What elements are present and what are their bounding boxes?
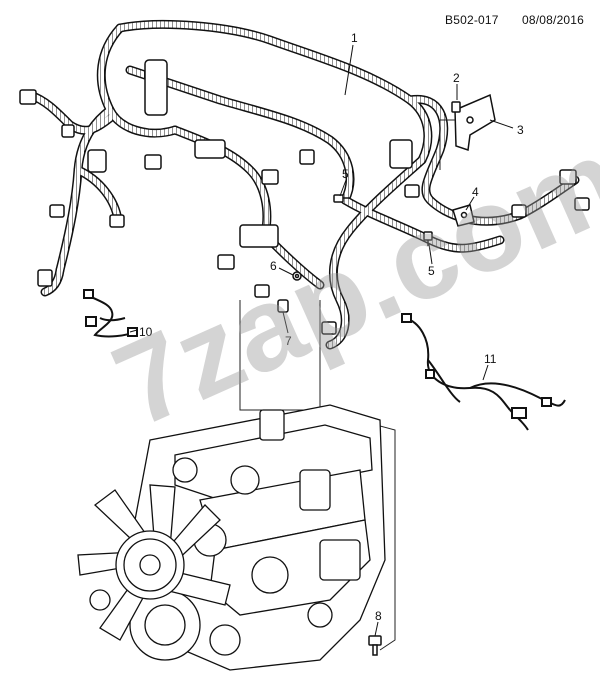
callout-4: 4 (472, 185, 479, 199)
callout-8: 8 (375, 609, 382, 623)
callout-10: 10 (139, 325, 153, 339)
main-wiring-harness[interactable] (19, 19, 590, 350)
callout-5b: 5 (428, 264, 435, 278)
clip-7[interactable] (277, 299, 289, 313)
harness-clip[interactable] (452, 204, 475, 227)
engine-assembly (89, 404, 386, 671)
harness-bracket[interactable] (454, 93, 496, 151)
nut-6[interactable] (292, 271, 302, 281)
injector-harness-11[interactable] (401, 313, 566, 431)
sensor-harness-10[interactable] (83, 289, 138, 338)
callout-3: 3 (517, 123, 524, 137)
callout-5a: 5 (342, 167, 349, 181)
bolt-5a[interactable] (333, 194, 350, 203)
callout-leaders (129, 44, 514, 637)
bolt-5b[interactable] (423, 231, 433, 246)
callout-7: 7 (285, 334, 292, 348)
callout-6: 6 (270, 259, 277, 273)
engine-fan (77, 484, 231, 641)
bolt-8[interactable] (368, 635, 382, 656)
callout-1: 1 (351, 31, 358, 45)
callout-labels: 1 2 3 4 5 5 6 7 8 10 11 (139, 31, 524, 623)
diagram-date: 08/08/2016 (522, 13, 585, 27)
callout-11: 11 (484, 352, 497, 366)
bracket-bolt[interactable] (451, 101, 461, 113)
callout-2: 2 (453, 71, 460, 85)
diagram-code: B502-017 (445, 13, 499, 27)
